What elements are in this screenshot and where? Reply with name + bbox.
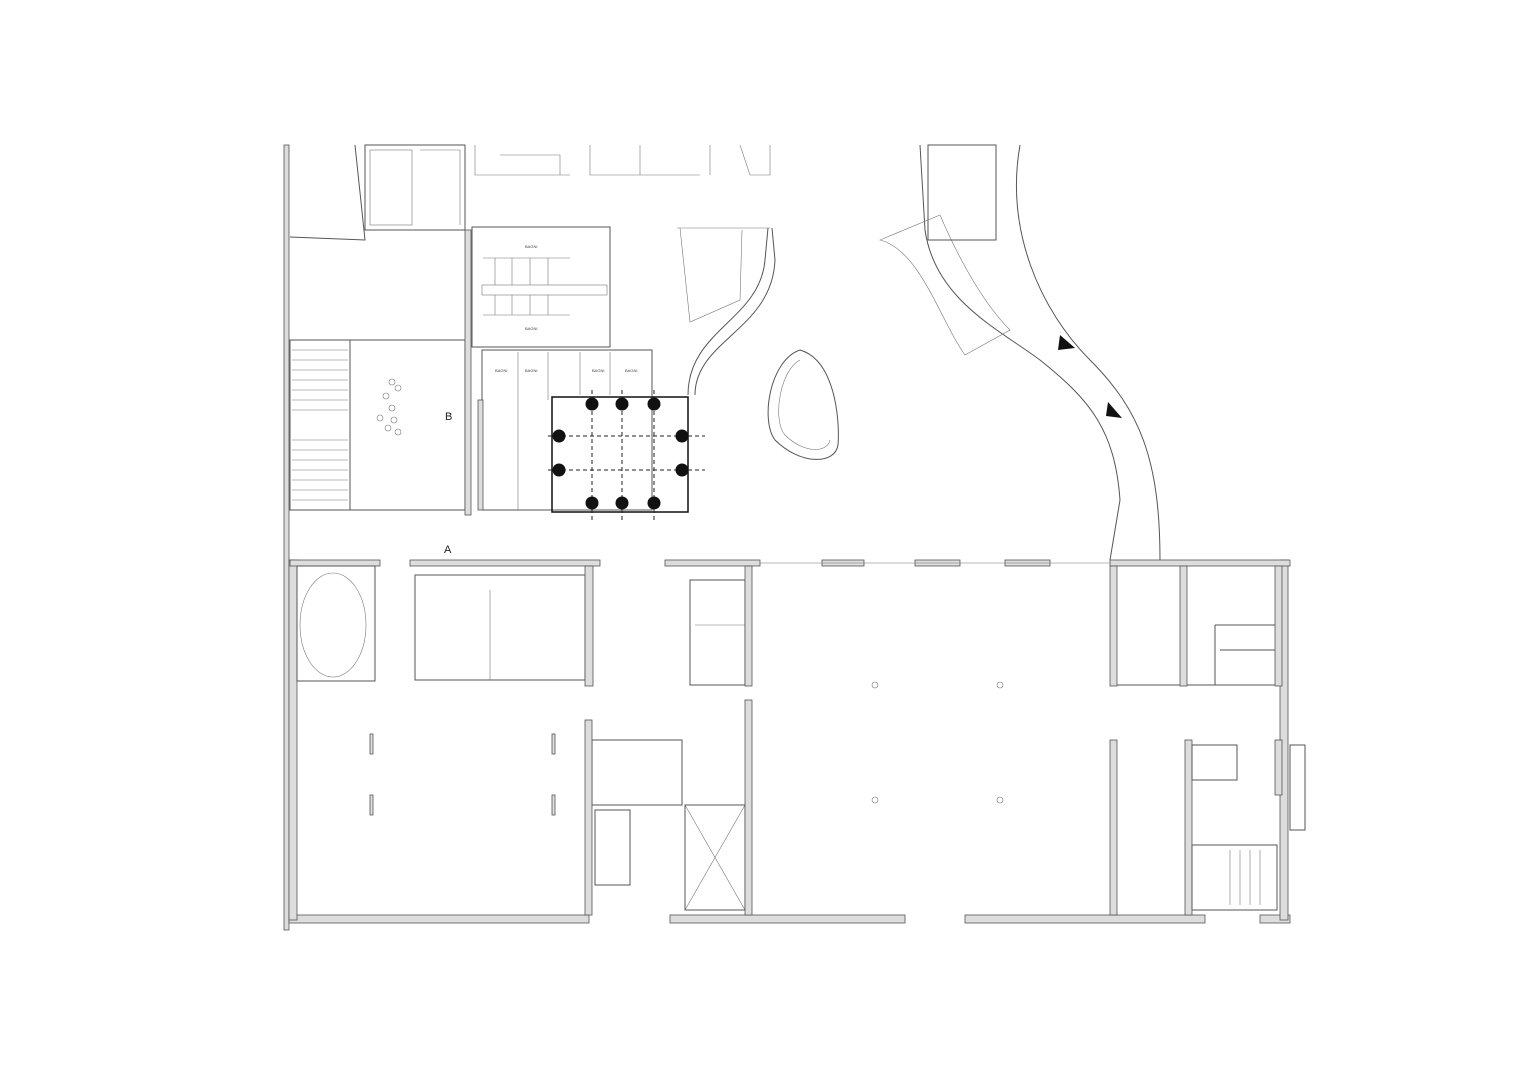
outer-walls: [283, 144, 1291, 931]
room-label-bagni: BAGNI: [495, 368, 507, 373]
ramp: [879, 144, 1161, 561]
left-stair-area: B A: [289, 144, 472, 556]
lower-left-rooms: [296, 565, 594, 816]
room-label-bagni: BAGNI: [525, 244, 537, 249]
toilets-block: BAGNI BAGNI BAGNI BAGNI BAGNI BAGNI: [471, 226, 653, 511]
center-rooms: [584, 565, 753, 916]
room-label-bagni: BAGNI: [625, 368, 637, 373]
column-grid: [548, 390, 705, 520]
room-label-bagni: BAGNI: [592, 368, 604, 373]
room-label-bagni: BAGNI: [525, 368, 537, 373]
marker-a: A: [444, 544, 452, 556]
marker-b: B: [445, 411, 452, 423]
middle-walls: [289, 559, 1291, 567]
top-north-rooms: [474, 144, 771, 176]
columns-small: [871, 681, 1004, 804]
right-rooms: [1109, 565, 1306, 916]
curved-wall: [677, 227, 839, 460]
room-label-bagni: BAGNI: [525, 326, 537, 331]
seating-dots: [376, 378, 402, 436]
